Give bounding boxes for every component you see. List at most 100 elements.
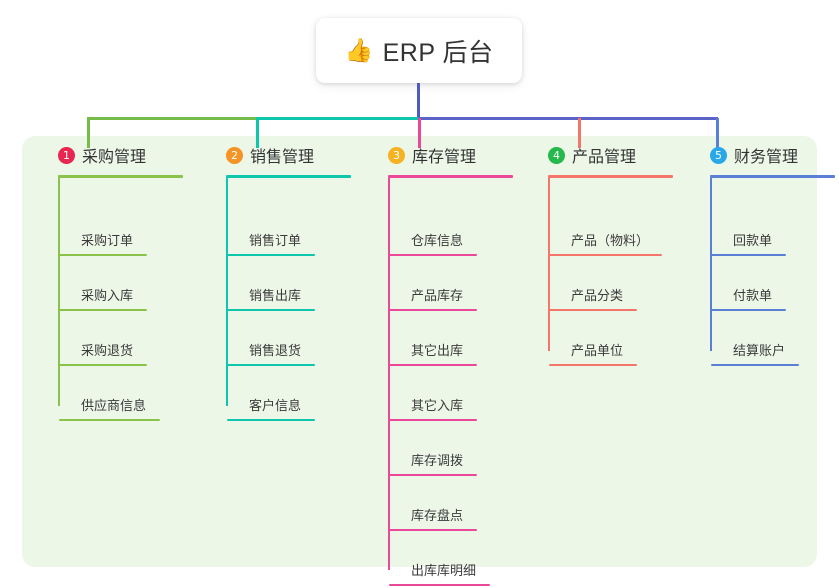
leaf-rule (389, 474, 477, 476)
branch-column-purchasing: 1 采购管理 采购订单 采购入库 采购退货 供应商信息 (40, 142, 205, 421)
leaf-spine-3 (388, 178, 390, 570)
leaf-item[interactable]: 产品单位 (549, 344, 637, 366)
diagram-panel (22, 136, 817, 567)
branch-column-product: 4 产品管理 产品（物料） 产品分类 产品单位 (530, 142, 695, 366)
leaf-rule (59, 254, 147, 256)
branch-badge-5: 5 (710, 146, 727, 164)
leaf-label: 库存盘点 (411, 508, 464, 523)
branch-title-1: 采购管理 (82, 149, 147, 166)
branch-badge-1: 1 (58, 146, 75, 164)
branch-drop-4 (578, 118, 581, 148)
root-stem-connector (417, 83, 420, 120)
leaf-label: 仓库信息 (411, 233, 464, 248)
leaf-label: 产品（物料） (571, 233, 650, 248)
branch-column-sales: 2 销售管理 销售订单 销售出库 销售退货 客户信息 (208, 142, 373, 421)
leaf-rule (549, 254, 662, 256)
leaf-label: 结算账户 (733, 343, 786, 358)
leaf-item[interactable]: 采购订单 (59, 234, 147, 256)
leaf-rule (711, 364, 799, 366)
leaf-item[interactable]: 其它入库 (389, 399, 477, 421)
branch-drop-5 (716, 118, 719, 148)
leaf-item[interactable]: 库存调拨 (389, 454, 477, 476)
leaf-item[interactable]: 回款单 (711, 234, 786, 256)
leaf-item[interactable]: 供应商信息 (59, 399, 160, 421)
leaf-label: 出库库明细 (411, 563, 477, 578)
branch-badge-2: 2 (226, 146, 243, 164)
leaf-spine-4 (548, 178, 550, 351)
branch-column-finance: 5 财务管理 回款单 付款单 结算账户 (692, 142, 839, 366)
leaf-label: 其它入库 (411, 398, 464, 413)
leaf-item[interactable]: 采购入库 (59, 289, 147, 311)
leaf-rule (549, 309, 637, 311)
leaf-item[interactable]: 销售退货 (227, 344, 315, 366)
leaf-spine-2 (226, 178, 228, 406)
branch-title-2: 销售管理 (250, 149, 315, 166)
branch-rule-1 (58, 175, 183, 178)
leaf-item[interactable]: 产品（物料） (549, 234, 662, 256)
bus-segment-teal (256, 117, 419, 120)
leaf-label: 库存调拨 (411, 453, 464, 468)
branch-drop-1 (87, 118, 90, 148)
leaf-label: 付款单 (733, 288, 773, 303)
leaf-label: 销售订单 (249, 233, 302, 248)
leaf-rule (227, 309, 315, 311)
leaf-item[interactable]: 客户信息 (227, 399, 315, 421)
leaf-item[interactable]: 销售订单 (227, 234, 315, 256)
leaf-list-4: 产品（物料） 产品分类 产品单位 (548, 178, 695, 366)
leaf-rule (389, 529, 477, 531)
branch-rule-4 (548, 175, 673, 178)
leaf-rule (389, 254, 477, 256)
branch-header-1[interactable]: 1 采购管理 (40, 142, 205, 168)
leaf-label: 销售退货 (249, 343, 302, 358)
leaf-item[interactable]: 产品库存 (389, 289, 477, 311)
root-node-card[interactable]: 👍 ERP 后台 (316, 18, 522, 83)
leaf-rule (59, 309, 147, 311)
leaf-list-3: 仓库信息 产品库存 其它出库 其它入库 库存调拨 库存盘点 (388, 178, 535, 586)
leaf-item[interactable]: 采购退货 (59, 344, 147, 366)
branch-drop-2 (256, 118, 259, 148)
leaf-rule (549, 364, 637, 366)
leaf-list-5: 回款单 付款单 结算账户 (710, 178, 839, 366)
branch-title-5: 财务管理 (734, 149, 799, 166)
thumbs-up-icon: 👍 (344, 37, 374, 63)
branch-rule-2 (226, 175, 351, 178)
leaf-rule (389, 364, 477, 366)
leaf-item[interactable]: 付款单 (711, 289, 786, 311)
branch-header-3[interactable]: 3 库存管理 (370, 142, 535, 168)
branch-header-4[interactable]: 4 产品管理 (530, 142, 695, 168)
leaf-item[interactable]: 库存盘点 (389, 509, 477, 531)
leaf-spine-5 (710, 178, 712, 351)
leaf-rule (711, 254, 786, 256)
leaf-label: 产品单位 (571, 343, 624, 358)
branch-badge-4: 4 (548, 146, 565, 164)
leaf-rule (711, 309, 786, 311)
branch-rule-3 (388, 175, 513, 178)
leaf-rule (227, 364, 315, 366)
branch-badge-3: 3 (388, 146, 405, 164)
leaf-list-1: 采购订单 采购入库 采购退货 供应商信息 (58, 178, 205, 421)
leaf-spine-1 (58, 178, 60, 406)
branch-header-5[interactable]: 5 财务管理 (692, 142, 839, 168)
leaf-rule (227, 254, 315, 256)
leaf-list-2: 销售订单 销售出库 销售退货 客户信息 (226, 178, 373, 421)
leaf-item[interactable]: 出库库明细 (389, 564, 490, 586)
leaf-label: 产品库存 (411, 288, 464, 303)
branch-header-2[interactable]: 2 销售管理 (208, 142, 373, 168)
root-node-label: ERP 后台 (382, 38, 494, 67)
leaf-rule (59, 364, 147, 366)
leaf-item[interactable]: 结算账户 (711, 344, 799, 366)
leaf-item[interactable]: 销售出库 (227, 289, 315, 311)
leaf-rule (389, 584, 490, 586)
leaf-rule (59, 419, 160, 421)
leaf-item[interactable]: 产品分类 (549, 289, 637, 311)
branch-title-3: 库存管理 (412, 149, 477, 166)
branch-rule-5 (710, 175, 835, 178)
leaf-rule (389, 309, 477, 311)
leaf-label: 采购入库 (81, 288, 134, 303)
bus-segment-blue (418, 117, 718, 120)
leaf-item[interactable]: 仓库信息 (389, 234, 477, 256)
branch-drop-3 (418, 118, 421, 148)
leaf-item[interactable]: 其它出库 (389, 344, 477, 366)
leaf-label: 采购订单 (81, 233, 134, 248)
